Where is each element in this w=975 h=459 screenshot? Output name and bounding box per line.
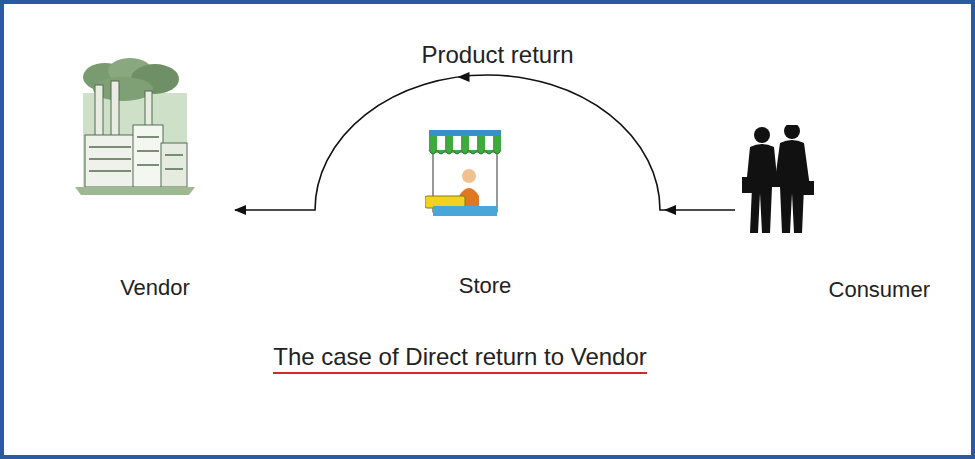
direction-arrowhead	[664, 205, 676, 215]
vendor-node: Vendor	[75, 55, 235, 307]
node-label: Store	[459, 273, 512, 299]
node-label: Consumer	[829, 277, 930, 303]
caption: The case of Direct return to Vendor	[273, 343, 647, 374]
store-icon	[425, 130, 505, 220]
store-node: Store	[420, 125, 550, 305]
people-icon	[740, 125, 816, 235]
node-label: Vendor	[120, 275, 190, 301]
consumer-node: Consumer	[735, 125, 935, 309]
edge-label: Product return	[417, 41, 577, 69]
direction-arrowhead	[458, 72, 470, 82]
factory-icon	[75, 55, 195, 195]
